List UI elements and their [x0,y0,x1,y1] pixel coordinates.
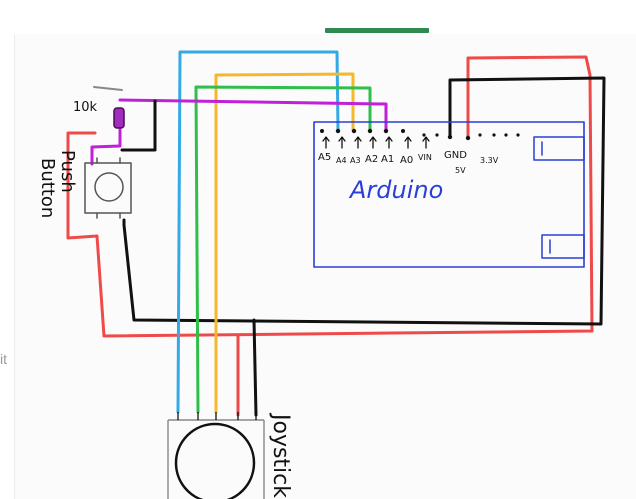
pin-label-gnd: GND [444,150,467,161]
push-button-label-2: Button [37,158,58,218]
arduino-label: Arduino [348,176,443,204]
black-wire-joystick [252,318,258,417]
pin-label-a4: A4 [336,156,347,165]
resistor-10k [113,107,125,129]
push-button-label: Push [57,150,78,193]
push-button-body [84,162,132,214]
pin-label-vin: VIN [418,153,432,162]
joystick-label: Joystick [268,412,293,498]
gray-wire-resistor-top [93,86,123,91]
arduino-pin-markers [322,136,430,149]
black-wire-resistor-right [120,99,157,152]
push-button-knob [94,172,124,202]
active-tab-indicator[interactable] [325,28,429,33]
resistor-label: 10k [73,100,98,115]
side-panel-cut-text: it [0,351,7,367]
blue-wire-a5 [176,50,340,414]
pin-label-a3: A3 [350,156,361,165]
red-wire-outer-loop [66,55,594,338]
pin-label-a2: A2 [365,154,378,165]
purple-wire-resistor-to-button [90,128,122,166]
arduino-board-outline [313,121,585,268]
black-wire-gnd-loop [122,76,606,326]
arduino-usb-port [533,136,585,161]
pin-label-a5: A5 [318,152,331,163]
pin-label-a0: A0 [400,155,413,166]
push-button-label-line2: Button [37,158,58,218]
pin-label-5v: 5V [455,166,466,175]
push-button-leads [96,157,121,219]
joystick-label-group: Joystick [268,412,293,498]
yellow-wire-a3 [214,72,355,414]
arduino-header-dots [320,128,520,141]
left-side-panel [0,34,15,499]
purple-wire-resistor-to-a1 [118,98,388,132]
joystick-knob [174,422,256,499]
push-button-label-line1: Push [57,150,78,193]
joystick-module [167,412,265,499]
pin-label-3v3: 3.3V [480,156,499,165]
arduino-pin-labels: A5 A4 A3 A2 A1 A0 VIN GND 5V 3.3V [318,150,499,175]
joystick-outline [167,419,265,499]
top-strip [0,0,636,34]
green-wire-a2 [194,85,372,414]
arduino-power-jack [541,234,585,259]
pin-label-a1: A1 [381,154,394,165]
joystick-pins [177,412,257,420]
